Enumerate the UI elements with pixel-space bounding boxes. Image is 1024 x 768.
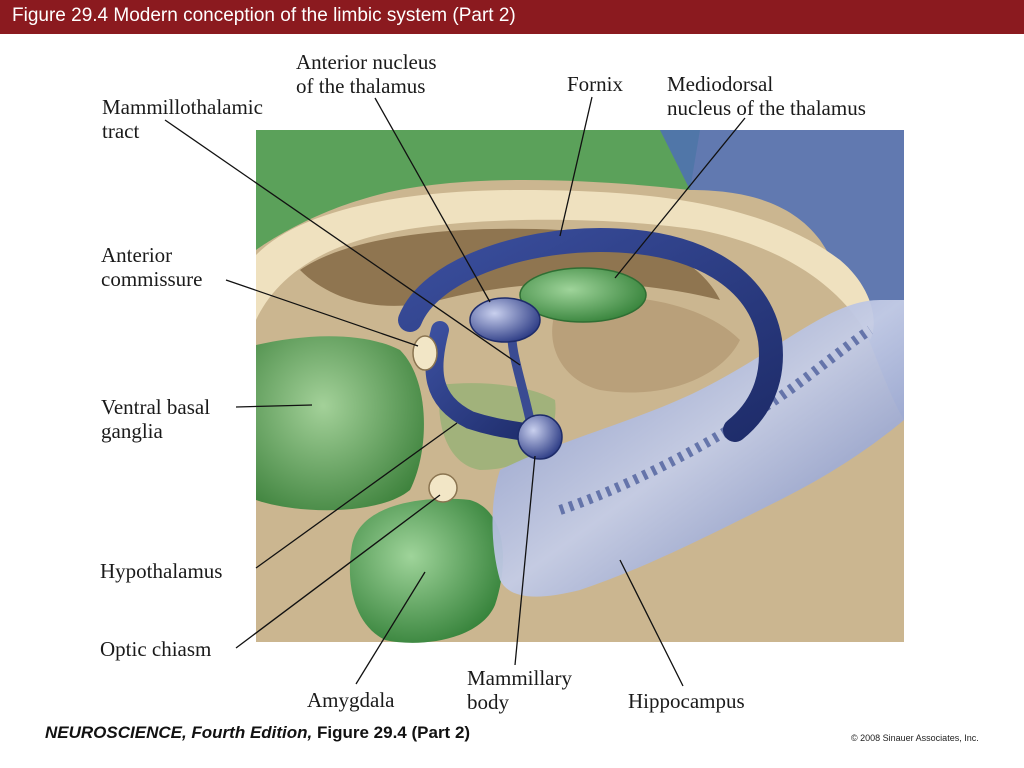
leader-fornix [559,96,593,237]
leader-mammillary-body [514,455,536,666]
leader-mammillothalamic [164,119,521,366]
label-optic-chiasm: Optic chiasm [100,637,212,661]
copyright-notice: © 2008 Sinauer Associates, Inc. [851,733,979,743]
optic-chiasm-shape [428,473,458,503]
mediodorsal-nucleus-shape [519,267,647,323]
anterior-nucleus-shape [469,297,541,343]
leader-ventral-basal-ganglia [235,404,313,408]
title-bar: Figure 29.4 Modern conception of the lim… [0,0,1024,34]
corpus-callosum [256,190,874,340]
anterior-commissure-shape [412,335,438,371]
leader-optic-chiasm [235,494,441,649]
leader-anterior-nucleus [374,97,491,303]
label-ventral-basal-ganglia: Ventral basal ganglia [101,395,211,443]
leader-anterior-commissure [225,279,419,347]
book-title: NEUROSCIENCE, Fourth Edition, [45,723,313,742]
figure-caption: NEUROSCIENCE, Fourth Edition, Figure 29.… [45,723,470,743]
upper-blue-region [660,130,904,420]
leader-hippocampus [619,559,684,687]
leader-hypothalamus [255,422,458,569]
leader-amygdala [355,571,426,685]
label-hypothalamus: Hypothalamus [100,559,223,583]
label-amygdala: Amygdala [307,688,395,712]
leader-mediodorsal [614,117,746,279]
cingulate-cortex-region [256,130,700,250]
figure-title: Figure 29.4 Modern conception of the lim… [12,5,516,26]
mammillary-body-shape [517,414,563,460]
ventral-basal-ganglia-region [256,336,424,511]
figure-reference: Figure 29.4 (Part 2) [312,723,471,742]
label-fornix: Fornix [567,72,624,96]
label-anterior-nucleus: Anterior nucleus of the thalamus [296,50,437,98]
label-mammillothalamic-tract: Mammillothalamic tract [102,95,263,143]
amygdala-region [349,498,503,643]
fornix-arch [398,227,783,442]
leader-lines [164,96,746,687]
label-mammillary-body: Mammillary body [467,666,572,714]
label-mediodorsal-nucleus: Mediodorsal nucleus of the thalamus [667,72,866,120]
label-anterior-commissure: Anterior commissure [101,243,203,291]
label-hippocampus: Hippocampus [628,689,745,713]
